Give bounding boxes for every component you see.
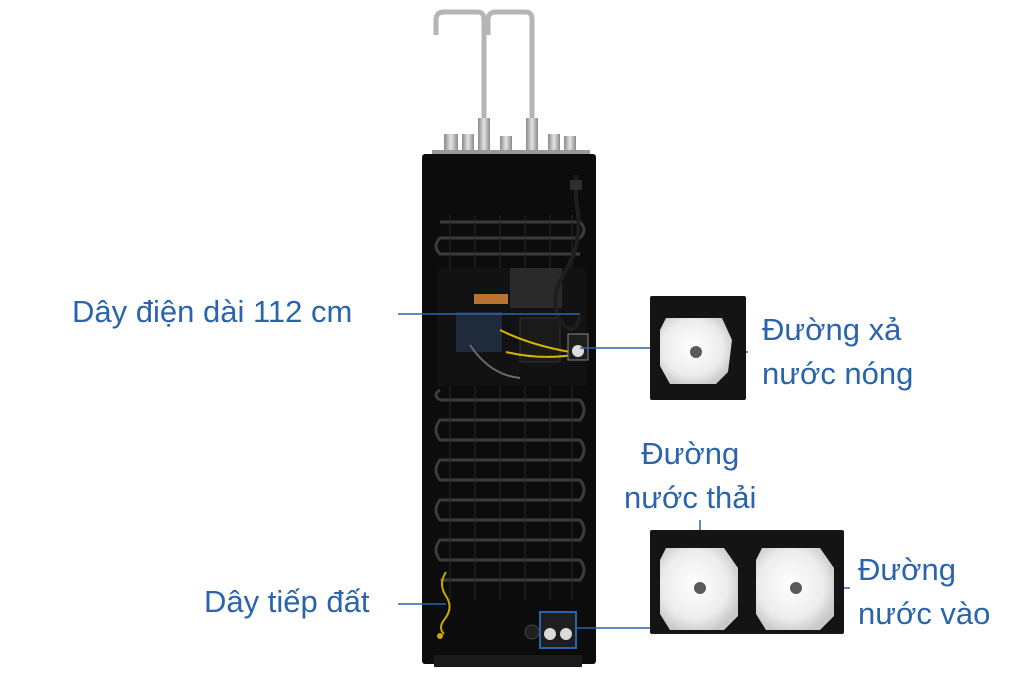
waste-label: Đường nước thải: [624, 432, 756, 520]
waste-text-line1: Đường: [641, 436, 740, 471]
ground-wire: [437, 571, 451, 639]
hot-drain-text-line2: nước nóng: [762, 356, 914, 391]
ground-wire-text: Dây tiếp đất: [204, 584, 370, 619]
power-cord: [553, 175, 582, 331]
faucet-pipes: [433, 9, 538, 154]
hot-drain-inset: [650, 296, 746, 400]
bottom-ports: [524, 611, 577, 649]
ground-wire-label: Dây tiếp đất: [204, 580, 369, 624]
inlet-label: Đường nước vào: [858, 548, 990, 636]
power-cord-label: Dây điện dài 112 cm: [72, 290, 352, 334]
condenser-coil: [434, 220, 586, 582]
inlet-text-line2: nước vào: [858, 596, 991, 631]
inlet-text-line1: Đường: [858, 552, 956, 587]
power-cord-text: Dây điện dài 112 cm: [72, 294, 353, 329]
waste-inlet-inset: [650, 530, 844, 634]
hot-drain-text-line1: Đường xả: [762, 312, 902, 347]
hot-drain-label: Đường xả nước nóng: [762, 308, 913, 396]
internal-components: [438, 268, 586, 386]
hot-drain-port: [567, 333, 589, 361]
waste-text-line2: nước thải: [624, 480, 757, 515]
top-fittings: [432, 134, 590, 156]
purifier-body: [422, 154, 596, 667]
